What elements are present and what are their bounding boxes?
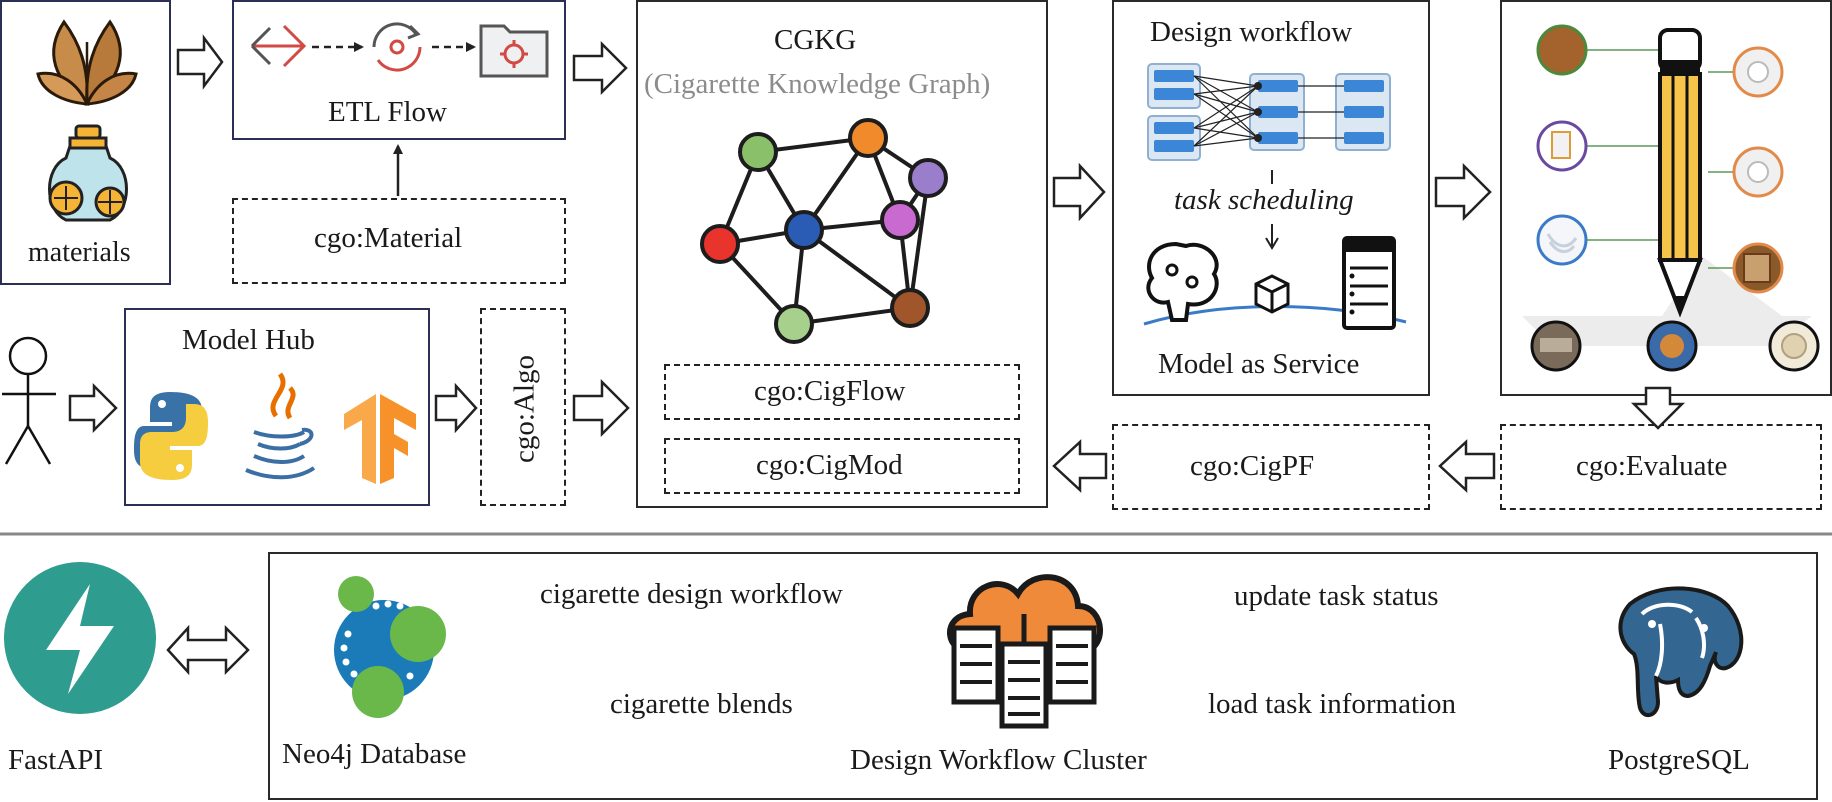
python-icon xyxy=(134,392,208,480)
scheduling-arrow xyxy=(1265,170,1279,250)
cgo-cigmod-label: cgo:CigMod xyxy=(756,449,903,481)
folder-gear-icon xyxy=(479,24,549,78)
cgo-evaluate-label: cgo:Evaluate xyxy=(1576,450,1728,482)
tensorflow-icon xyxy=(344,394,416,484)
materials-label: materials xyxy=(28,237,131,268)
model-hub-box[interactable]: Model Hub xyxy=(124,308,430,506)
etl-flow-label: ETL Flow xyxy=(328,96,447,128)
tobacco-leaf-icon xyxy=(36,19,138,106)
cigarette-pencil-illustration xyxy=(1522,24,1820,372)
neo4j-label: Neo4j Database xyxy=(282,738,467,770)
knowledge-graph-icon xyxy=(700,118,948,344)
neo4j-logo-icon xyxy=(334,576,446,718)
cloud-servers-icon xyxy=(947,574,1103,729)
edge-label-load-info: load task information xyxy=(1208,688,1457,720)
arrow-fastapi-neo4j xyxy=(166,624,250,676)
cgkg-subtitle: (Cigarette Knowledge Graph) xyxy=(644,68,991,100)
task-scheduling-label: task scheduling xyxy=(1174,184,1354,216)
neural-network-icon xyxy=(1147,63,1391,161)
evaluation-box[interactable] xyxy=(1500,0,1832,396)
model-service-icon xyxy=(1143,236,1407,330)
arrow-evaluate-to-cigpf xyxy=(1438,439,1496,493)
arrow-eval-to-evaluate xyxy=(1630,386,1686,430)
cluster-label: Design Workflow Cluster xyxy=(850,744,1147,776)
arrow-materials-to-etl xyxy=(176,34,224,90)
cgo-material-label: cgo:Material xyxy=(314,222,463,254)
arrow-cgkg-to-workflow xyxy=(1052,162,1106,222)
materials-box[interactable]: materials xyxy=(0,0,171,285)
postgresql-label: PostgreSQL xyxy=(1608,744,1750,776)
cgo-evaluate-box[interactable]: cgo:Evaluate xyxy=(1500,424,1822,510)
model-as-service-label: Model as Service xyxy=(1158,348,1360,380)
cgkg-box[interactable]: CGKG (Cigarette Knowledge Graph) cgo:Cig… xyxy=(636,0,1048,508)
arrow-workflow-to-eval xyxy=(1434,162,1492,222)
cgkg-title: CGKG xyxy=(774,24,857,56)
arrow-user-to-hub xyxy=(68,382,118,434)
postgresql-logo-icon xyxy=(1618,586,1744,718)
edge-label-blends: cigarette blends xyxy=(610,688,793,720)
fastapi-label: FastAPI xyxy=(8,744,104,776)
fastapi-logo-icon xyxy=(4,562,156,714)
etl-flow-box[interactable]: ETL Flow xyxy=(232,0,566,140)
cgo-cigflow-box[interactable]: cgo:CigFlow xyxy=(664,364,1020,420)
design-workflow-title: Design workflow xyxy=(1150,16,1353,48)
cgo-cigpf-box[interactable]: cgo:CigPF xyxy=(1112,424,1430,510)
cgo-cigpf-label: cgo:CigPF xyxy=(1190,450,1315,482)
sync-icon xyxy=(372,22,422,72)
edge-label-design-workflow: cigarette design workflow xyxy=(540,578,843,610)
arrow-etl-to-cgkg xyxy=(572,40,628,96)
arrow-hub-to-algo xyxy=(434,382,478,434)
flavor-bottle-icon xyxy=(48,124,128,222)
arrow-algo-to-cgkg xyxy=(572,378,630,438)
model-hub-label: Model Hub xyxy=(182,324,315,356)
design-workflow-box[interactable]: Design workflow task scheduling xyxy=(1112,0,1430,396)
split-arrows-icon xyxy=(250,24,307,68)
cgo-cigflow-label: cgo:CigFlow xyxy=(754,375,906,407)
cgo-material-box[interactable]: cgo:Material xyxy=(232,198,566,284)
edge-label-update-status: update task status xyxy=(1234,580,1439,612)
user-icon xyxy=(2,336,56,465)
java-icon xyxy=(245,372,316,480)
cgo-cigmod-box[interactable]: cgo:CigMod xyxy=(664,438,1020,494)
arrow-cigpf-to-cgkg xyxy=(1052,439,1108,493)
cgo-algo-box[interactable]: cgo:Algo xyxy=(480,308,566,506)
